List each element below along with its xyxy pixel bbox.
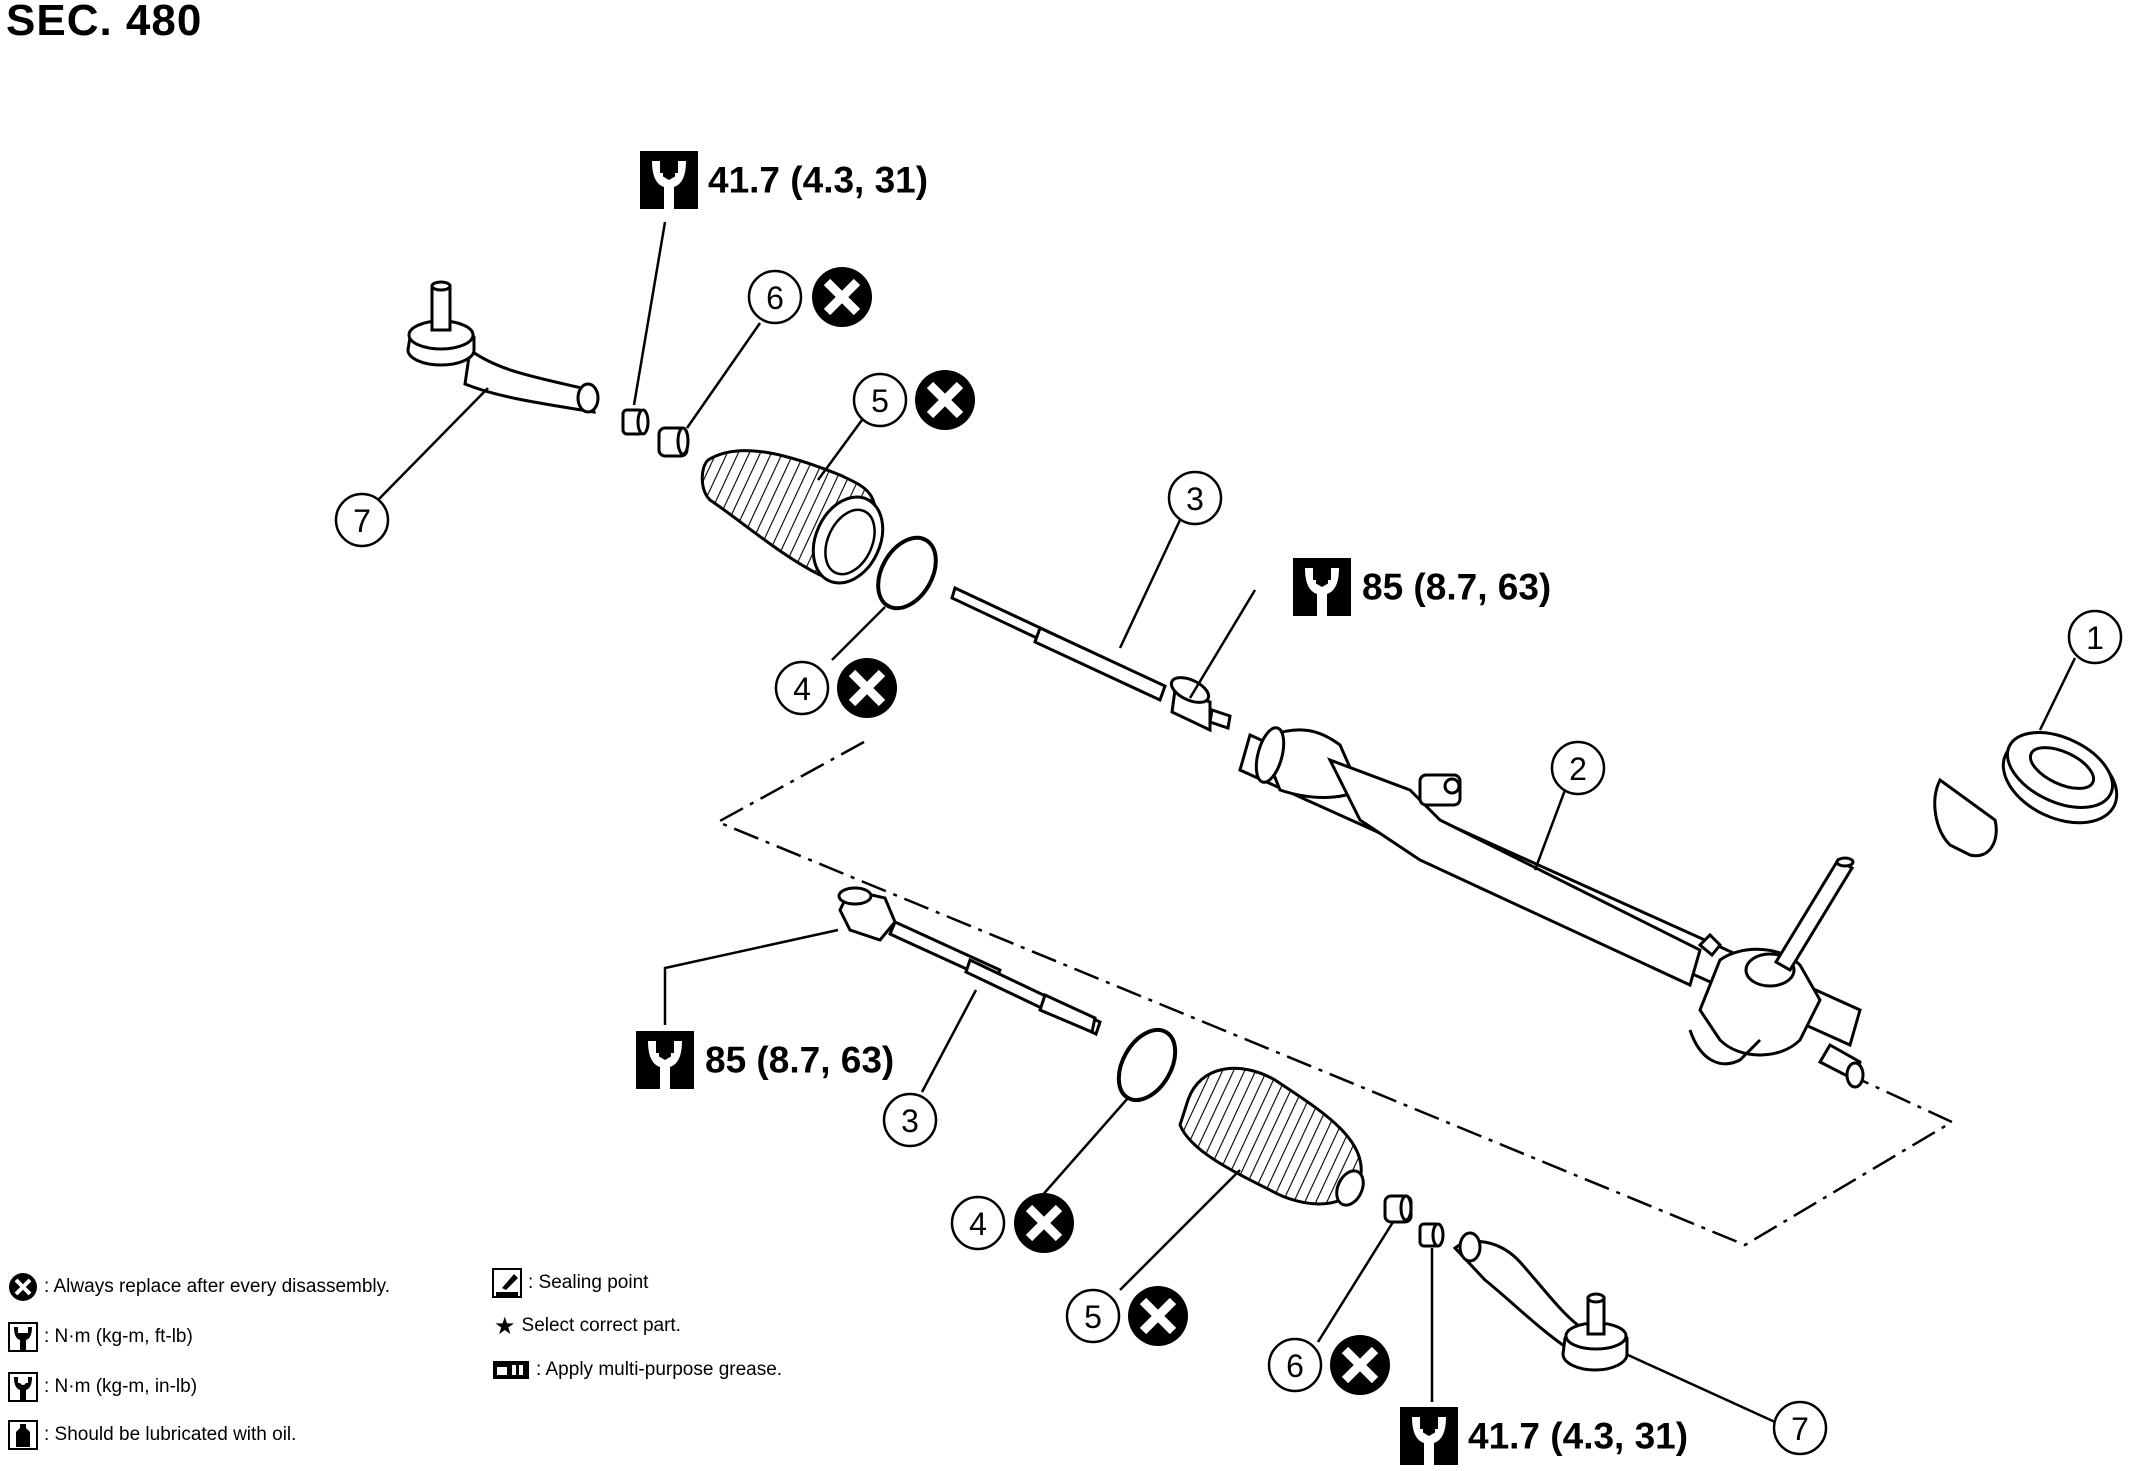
- callout-4-top: 4: [774, 660, 830, 716]
- legend-grease-text: : Apply multi-purpose grease.: [536, 1359, 783, 1380]
- legend-select-part-text: Select correct part.: [521, 1315, 681, 1336]
- callout-4-bottom: 4: [950, 1195, 1006, 1251]
- svg-text:5: 5: [871, 383, 889, 419]
- legend-lubricate-oil: : Should be lubricated with oil.: [8, 1420, 296, 1450]
- callout-7-top: 7: [334, 492, 390, 548]
- leader-torque-socket-top: [1188, 589, 1257, 699]
- star-icon: ★: [494, 1312, 516, 1340]
- legend-torque-inlb-text: : N·m (kg-m, in-lb): [44, 1376, 198, 1397]
- torque-label-nut-bottom: 41.7 (4.3, 31): [1400, 1407, 1688, 1465]
- tie-rod-end-bottom: [1452, 1231, 1629, 1372]
- svg-text:7: 7: [1791, 1411, 1809, 1447]
- boot-band-bottom: [1116, 1027, 1178, 1103]
- leader-7-top: [377, 387, 489, 501]
- torque-label-nut-top: 41.7 (4.3, 31): [640, 151, 928, 209]
- torque-wrench-icon: [1293, 558, 1351, 616]
- legend-replace: : Always replace after every disassembly…: [8, 1272, 390, 1302]
- replace-x-icon: [812, 267, 872, 327]
- leader-1: [2038, 657, 2077, 731]
- torque-label-socket-bottom: 85 (8.7, 63): [636, 1031, 894, 1089]
- steering-grommet: [1933, 731, 2119, 858]
- leader-6-bottom: [1316, 1221, 1395, 1343]
- torque-wrench-icon: [8, 1322, 38, 1352]
- assembly-bracket: [715, 740, 1955, 1247]
- svg-text:5: 5: [1084, 1299, 1102, 1335]
- legend-grease: : Apply multi-purpose grease.: [492, 1355, 782, 1385]
- callout-5-top: 5: [852, 372, 908, 428]
- legend-torque-ftlb: : N·m (kg-m, ft-lb): [8, 1322, 193, 1352]
- replace-x-icon: [1014, 1193, 1074, 1253]
- svg-text:4: 4: [969, 1206, 987, 1242]
- replace-x-icon: [837, 658, 897, 718]
- boot-band-top: [876, 535, 938, 611]
- legend-lubricate-oil-text: : Should be lubricated with oil.: [44, 1424, 297, 1445]
- callout-6-bottom: 6: [1267, 1337, 1323, 1393]
- legend-torque-inlb: : N·m (kg-m, in-lb): [8, 1372, 197, 1402]
- callout-6-top: 6: [747, 269, 803, 325]
- steering-boot-top: [700, 449, 885, 585]
- leader-torque-socket-bottom: [663, 928, 839, 1025]
- callout-3-top: 3: [1167, 470, 1223, 526]
- oil-can-icon: [8, 1420, 38, 1450]
- inner-tie-rod-top: [950, 585, 1232, 733]
- tie-rod-end-top: [406, 280, 600, 414]
- leader-4-bottom: [1039, 1097, 1129, 1199]
- steering-gear-housing: [1238, 726, 1865, 1089]
- tie-rod-nut-top: [621, 408, 650, 436]
- callout-2: 2: [1550, 740, 1606, 796]
- svg-text:85 (8.7, 63): 85 (8.7, 63): [1362, 567, 1551, 608]
- torque-wrench-icon: [1400, 1407, 1458, 1465]
- legend-sealing-point: : Sealing point: [492, 1268, 648, 1298]
- torque-wrench-icon: [8, 1372, 38, 1402]
- replace-x-icon: [8, 1272, 38, 1302]
- svg-text:3: 3: [1186, 481, 1204, 517]
- legend-torque-ftlb-text: : N·m (kg-m, ft-lb): [44, 1326, 193, 1347]
- svg-text:2: 2: [1569, 751, 1587, 787]
- legend-sealing-point-text: : Sealing point: [528, 1272, 649, 1293]
- replace-x-icon: [1128, 1286, 1188, 1346]
- callout-3-bottom: 3: [882, 1092, 938, 1148]
- svg-text:6: 6: [1286, 1348, 1304, 1384]
- svg-text:7: 7: [353, 503, 371, 539]
- sec-title: SEC. 480: [6, 0, 203, 45]
- leader-5-bottom: [1119, 1169, 1241, 1291]
- legend-replace-text: : Always replace after every disassembly…: [44, 1276, 391, 1297]
- leader-3-top: [1118, 519, 1182, 649]
- replace-x-icon: [915, 370, 975, 430]
- leader-7-bottom: [1627, 1353, 1776, 1424]
- leader-2: [1533, 789, 1567, 871]
- callout-5-bottom: 5: [1065, 1288, 1121, 1344]
- leader-4-top: [831, 606, 886, 661]
- torque-label-socket-top: 85 (8.7, 63): [1293, 558, 1551, 616]
- boot-clamp-top: [657, 426, 690, 458]
- svg-text:85 (8.7, 63): 85 (8.7, 63): [705, 1040, 894, 1081]
- svg-text:6: 6: [766, 280, 784, 316]
- torque-wrench-icon: [640, 151, 698, 209]
- replace-x-icon: [1330, 1335, 1390, 1395]
- leader-3-bottom: [920, 989, 978, 1093]
- leader-6-top: [685, 322, 762, 429]
- svg-text:41.7 (4.3, 31): 41.7 (4.3, 31): [1468, 1416, 1688, 1457]
- torque-wrench-icon: [636, 1031, 694, 1089]
- sealing-point-icon: [492, 1268, 522, 1298]
- callout-7-bottom: 7: [1772, 1400, 1828, 1456]
- legend-select-part: ★ Select correct part.: [494, 1312, 681, 1340]
- grease-icon: [492, 1355, 530, 1385]
- inner-tie-rod-bottom: [837, 886, 1102, 1037]
- steering-boot-bottom: [1178, 1066, 1365, 1207]
- svg-text:4: 4: [793, 671, 811, 707]
- svg-text:1: 1: [2086, 620, 2104, 656]
- callout-1: 1: [2067, 609, 2123, 665]
- svg-text:41.7 (4.3, 31): 41.7 (4.3, 31): [708, 160, 928, 201]
- leader-5-top: [816, 419, 864, 481]
- tie-rod-nut-bottom: [1418, 1222, 1445, 1248]
- leader-torque-nut-top: [632, 221, 667, 406]
- boot-clamp-bottom: [1383, 1194, 1413, 1224]
- svg-text:3: 3: [901, 1103, 919, 1139]
